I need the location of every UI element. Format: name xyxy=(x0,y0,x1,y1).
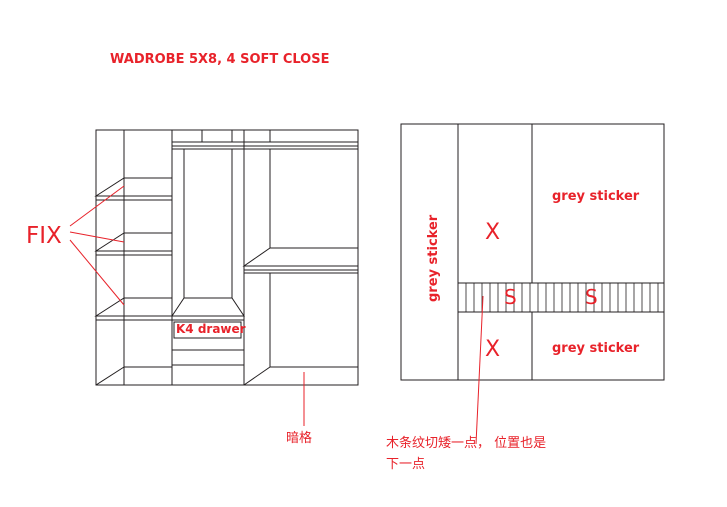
left-wardrobe-elevation xyxy=(94,129,359,386)
fixed-shelves xyxy=(94,177,173,386)
grey-sticker-vertical-label: grey sticker xyxy=(426,214,441,302)
fix-callout-shelf-2 xyxy=(69,231,125,243)
callout-lines xyxy=(69,185,484,445)
right-hanging-section xyxy=(242,149,359,386)
wood-stripe-band xyxy=(457,282,665,313)
drawing-title: WADROBE 5X8, 4 SOFT CLOSE xyxy=(110,52,329,67)
wood-stripe-note-line-1: 木条纹切矮一点， 位置也是 xyxy=(386,435,546,451)
upper-right-shelf xyxy=(242,247,359,267)
x-mark-bottom: X xyxy=(485,337,500,362)
fixed-shelf-1 xyxy=(94,177,173,197)
left-outer-frame xyxy=(95,129,359,386)
middle-hanging-section xyxy=(171,130,358,385)
wood-stripe-callout xyxy=(475,295,484,445)
k4-drawer-label: K4 drawer xyxy=(176,322,246,336)
s-mark-left: S xyxy=(504,285,517,309)
fix-callout-shelf-3 xyxy=(69,239,125,306)
drawer-top-perspective xyxy=(171,297,245,317)
fixed-shelf-2 xyxy=(94,232,173,252)
k4-drawer xyxy=(173,321,242,339)
fixed-shelf-3 xyxy=(94,297,173,317)
x-mark-top: X xyxy=(485,220,500,245)
right-wardrobe-elevation xyxy=(400,123,665,381)
wood-stripe-note-line-2: 下一点 xyxy=(386,457,425,472)
wood-stripe-lines xyxy=(465,283,659,312)
grey-sticker-bottom-label: grey sticker xyxy=(552,341,640,356)
s-mark-right: S xyxy=(585,285,598,309)
fix-label: FIX xyxy=(26,223,62,249)
hidden-compartment-label: 暗格 xyxy=(286,430,312,446)
fix-callout-shelf-1 xyxy=(69,185,125,227)
grey-sticker-top-label: grey sticker xyxy=(552,189,640,204)
